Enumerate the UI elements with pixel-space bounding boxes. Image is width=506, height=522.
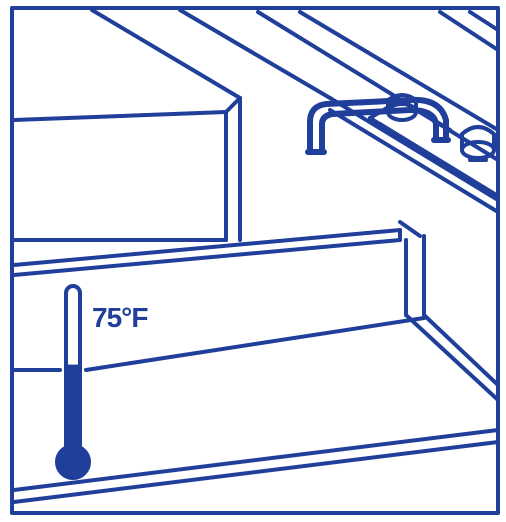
outer-frame [10, 6, 500, 515]
thermometer-icon [55, 284, 91, 480]
temperature-label: 75°F [92, 302, 148, 333]
front-counter [12, 220, 500, 504]
left-cabinet [12, 96, 242, 242]
faucet [305, 93, 496, 162]
